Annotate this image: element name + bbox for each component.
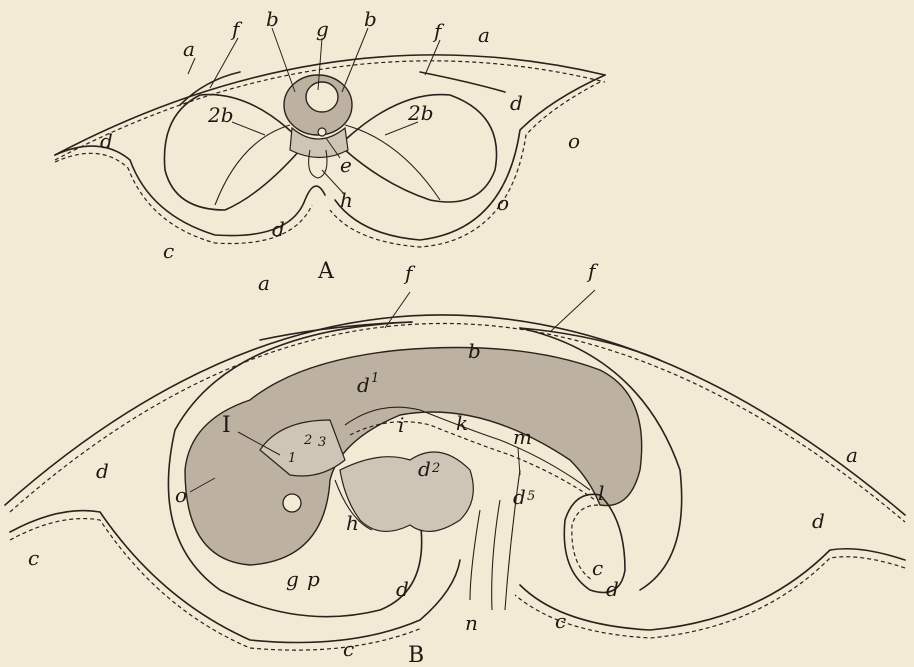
label-f-left: f — [230, 17, 243, 41]
label-o-lower-right: o — [497, 191, 509, 215]
leader-f-left — [210, 38, 238, 88]
label-d-left: d — [100, 129, 113, 153]
leader-f-right — [425, 40, 440, 75]
label-d-upper-right: d — [510, 91, 523, 115]
b-label-d2-sup: 2 — [431, 461, 440, 476]
b-leader-f-right — [550, 290, 595, 332]
b-label-d5-sup: 5 — [527, 489, 535, 504]
caption-b: B — [408, 643, 424, 667]
b-eye-g — [283, 494, 301, 512]
label-b-right: b — [364, 7, 377, 31]
b-embryo-body — [185, 348, 642, 566]
vascular-layer-right-dashed — [330, 82, 600, 247]
b-label-n: n — [465, 611, 478, 635]
b-label-g: g — [286, 567, 299, 591]
b-label-h: h — [346, 511, 359, 535]
b-label-d2: d — [418, 457, 431, 481]
b-label-a-upper-left: a — [258, 271, 270, 295]
label-g: g — [316, 17, 329, 41]
b-label-c-left: c — [28, 546, 39, 570]
b-label-o: o — [175, 483, 187, 507]
label-o-far-right: o — [568, 129, 580, 153]
neural-canal-g — [306, 82, 338, 112]
visceral-plate-left — [215, 125, 290, 205]
label-2b-right: 2b — [407, 101, 434, 125]
b-label-d-upper-sup: 1 — [371, 371, 379, 386]
b-label-i: i — [398, 413, 404, 437]
caption-a: A — [317, 259, 335, 284]
b-vascular-layer-right-dashed — [515, 557, 905, 638]
b-label-d-upper: d — [357, 373, 370, 397]
b-label-p: p — [307, 567, 320, 591]
leader-2b-left — [232, 122, 265, 135]
label-a-left: a — [183, 37, 195, 61]
b-gut-d2 — [340, 452, 473, 531]
b-label-num-3: 3 — [318, 435, 326, 450]
b-label-k: k — [456, 411, 468, 435]
b-label-num-1: 1 — [288, 451, 296, 466]
b-label-l: l — [598, 481, 604, 505]
label-e: e — [340, 153, 352, 177]
b-label-c-allantois: c — [592, 556, 603, 580]
b-label-b: b — [468, 339, 481, 363]
figure-a: a f b g b f a 2b 2b d o d e h o d c A — [55, 7, 605, 284]
b-label-f-right: f — [586, 259, 599, 283]
b-leader-m — [518, 448, 520, 475]
b-label-d-right: d — [812, 509, 825, 533]
amnion-fold-right — [420, 72, 505, 92]
figure-b: a f f b d 1 I i k m d 2 d 5 o g p h d c … — [5, 259, 905, 667]
b-label-num-2: 2 — [303, 433, 312, 448]
leader-b-left — [272, 28, 295, 92]
b-label-I: I — [222, 413, 231, 438]
label-f-right: f — [432, 19, 445, 43]
b-vascular-layer-right — [520, 549, 905, 630]
label-b-left: b — [266, 7, 279, 31]
b-label-c-bottom-right: c — [555, 609, 566, 633]
b-label-a-right: a — [846, 443, 858, 467]
notochord-e — [318, 128, 326, 136]
b-label-d-left: d — [96, 459, 109, 483]
label-h: h — [340, 188, 353, 212]
b-label-d-allantois: d — [606, 577, 619, 601]
b-label-d-lower-mid: d — [396, 577, 409, 601]
label-d-bottom: d — [272, 217, 285, 241]
label-2b-left: 2b — [207, 103, 234, 127]
b-label-c-bottom-left: c — [343, 637, 354, 661]
b-label-d5: d — [513, 485, 526, 509]
vascular-layer-right — [335, 75, 605, 240]
label-c: c — [163, 239, 174, 263]
label-a-right: a — [478, 23, 490, 47]
b-label-f-left: f — [403, 261, 416, 285]
b-label-m: m — [513, 425, 532, 449]
